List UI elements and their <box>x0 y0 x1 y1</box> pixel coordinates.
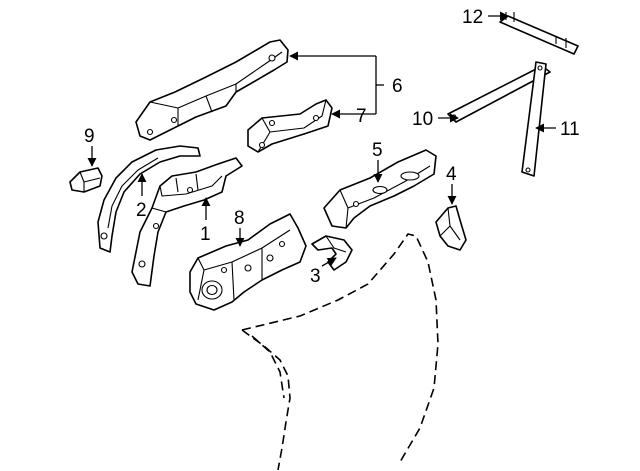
callout-2: 2 <box>136 200 147 221</box>
part-6-upper-rail <box>135 39 289 141</box>
callout-1: 1 <box>200 224 211 245</box>
part-12-bracket-bar <box>499 12 579 55</box>
callout-7: 7 <box>356 106 367 127</box>
callout-8: 8 <box>234 208 245 229</box>
callout-11: 11 <box>560 119 580 140</box>
part-4-bracket <box>435 205 467 251</box>
callout-6: 6 <box>392 76 403 97</box>
part-5-side-rail <box>323 149 437 229</box>
part-11-bar <box>521 61 547 177</box>
callout-12: 12 <box>462 7 483 28</box>
callout-10: 10 <box>412 109 433 130</box>
part-1-arch-inner <box>131 157 243 287</box>
callout-5: 5 <box>372 140 383 161</box>
fender-outline <box>241 233 439 471</box>
leader-lines <box>87 11 556 267</box>
part-3-arch-piece <box>311 235 353 271</box>
callout-3: 3 <box>310 266 321 287</box>
part-2-arch-outer <box>97 145 201 253</box>
callout-labels: 6 7 9 2 1 8 3 5 4 10 11 12 <box>84 7 580 287</box>
callout-9: 9 <box>84 126 95 147</box>
part-9-pad <box>69 167 103 193</box>
callout-4: 4 <box>446 164 457 185</box>
part-7-bracket <box>247 99 333 153</box>
